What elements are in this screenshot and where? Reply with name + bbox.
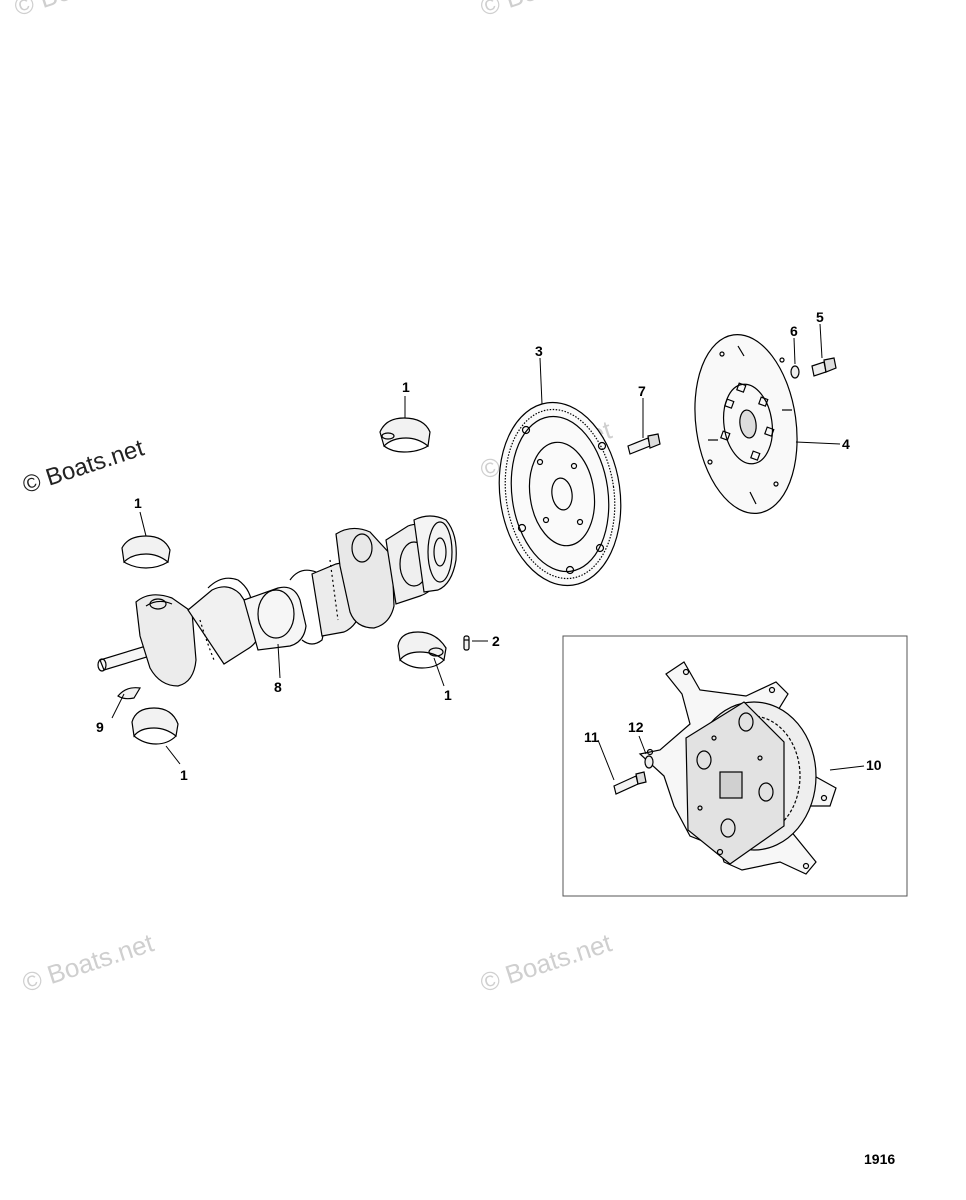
coupler-disc	[694, 334, 798, 514]
callout-coupler-disc: 4	[842, 436, 850, 452]
figure-number: 1916	[864, 1151, 896, 1167]
bearing-left	[121, 535, 171, 569]
bearing-top	[379, 417, 431, 453]
key	[117, 687, 141, 700]
callout-drive-plate: 10	[866, 757, 882, 773]
bolt-inset	[613, 771, 647, 795]
callout-flywheel: 3	[535, 343, 543, 359]
callout-crankshaft: 8	[274, 679, 282, 695]
washer-disc	[790, 365, 800, 379]
callout-bolt-flywheel: 7	[638, 383, 646, 399]
inset-box	[562, 635, 908, 897]
crankshaft	[97, 515, 457, 687]
bearing-right	[397, 631, 447, 669]
callout-bolt-disc: 5	[816, 309, 824, 325]
callout-key: 9	[96, 719, 104, 735]
bearing-bottom	[131, 707, 179, 745]
callout-pin: 2	[492, 633, 500, 649]
callout-bearing-right: 1	[444, 687, 452, 703]
bolt-flywheel	[627, 433, 661, 455]
callout-bearing-left: 1	[134, 495, 142, 511]
callout-bearing-bottom: 1	[180, 767, 188, 783]
callout-washer-disc: 6	[790, 323, 798, 339]
bolt-disc	[811, 357, 837, 377]
callout-washer-inset: 12	[628, 719, 644, 735]
leader-lines	[111, 323, 865, 781]
pin	[463, 635, 470, 651]
callout-bolt-inset: 11	[584, 729, 599, 745]
washer-inset	[644, 755, 654, 769]
flywheel	[498, 401, 622, 587]
drive-plate	[638, 661, 837, 875]
callout-bearing-top: 1	[402, 379, 410, 395]
